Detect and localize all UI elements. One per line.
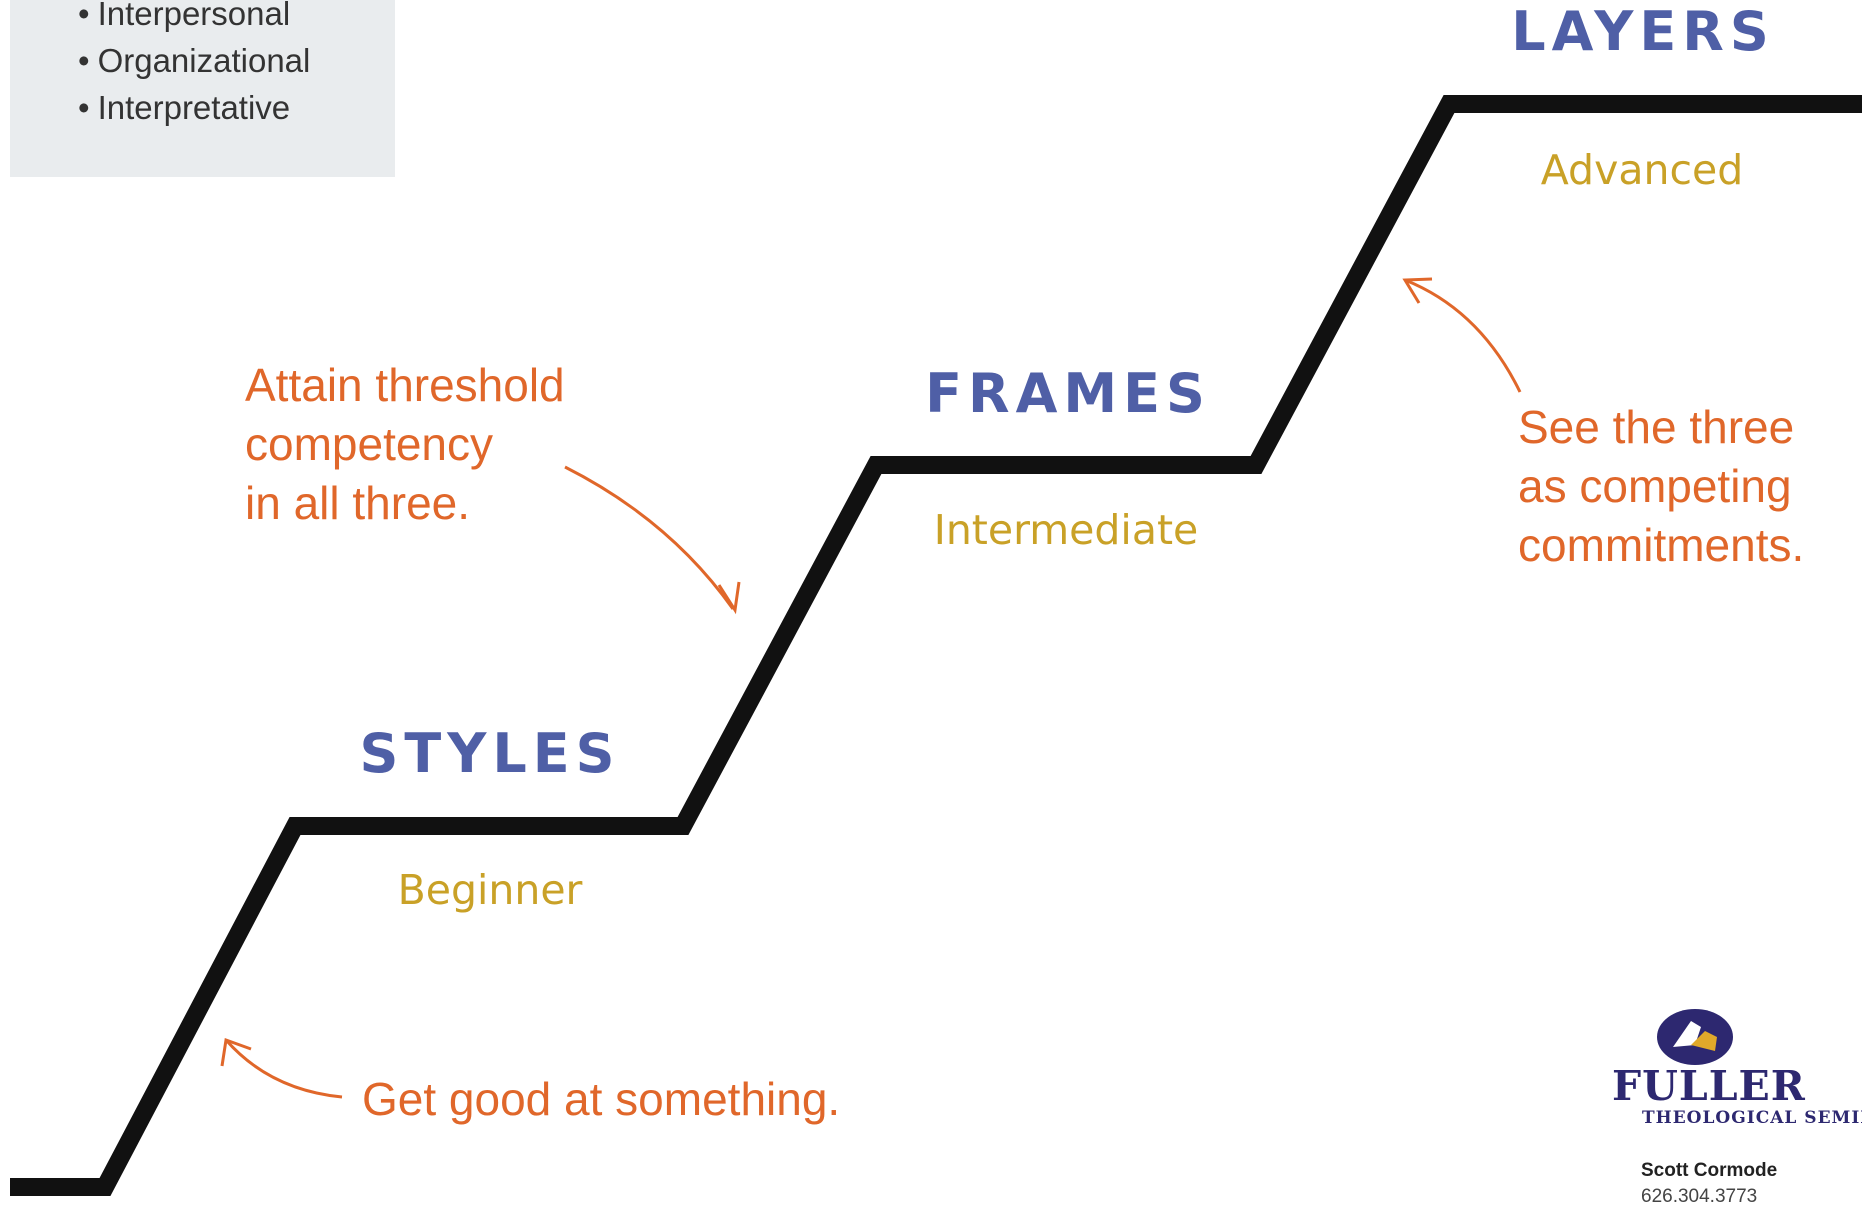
info-list-item-organizational: Organizational [78,37,311,84]
info-list-item-interpretative: Interpretative [78,84,310,131]
info-list-item-interpersonal: Interpersonal [78,0,310,37]
level-subtitle-beginner: Beginner [397,866,583,914]
level-title-frames: FRAMES [925,362,1211,425]
level-title-layers: LAYERS [1511,0,1775,63]
logo-name: FULLER [1612,1062,1806,1110]
note-get-good: Get good at something. [362,1073,841,1125]
competing-arrow [1404,278,1522,393]
staircase-line [10,95,1862,1196]
get-good-arrow [224,1039,343,1099]
fuller-seal-icon [1657,1009,1733,1065]
level-subtitle-intermediate: Intermediate [933,506,1199,554]
threshold-arrow [564,465,735,610]
contact-phone: 626.304.3773 [1641,1186,1758,1207]
level-subtitle-advanced: Advanced [1540,146,1744,194]
note-competing: See the three as competing commitments. [1518,401,1805,571]
level-title-styles: STYLES [359,722,621,785]
logo-subtitle: THEOLOGICAL SEMINARY [1642,1108,1862,1128]
info-panel: Interpersonal Organizational Interpretat… [10,0,395,177]
info-list: Interpersonal Organizational Interpretat… [78,0,311,131]
contact-name: Scott Cormode [1641,1160,1778,1181]
note-threshold: Attain threshold competency in all three… [245,359,565,529]
